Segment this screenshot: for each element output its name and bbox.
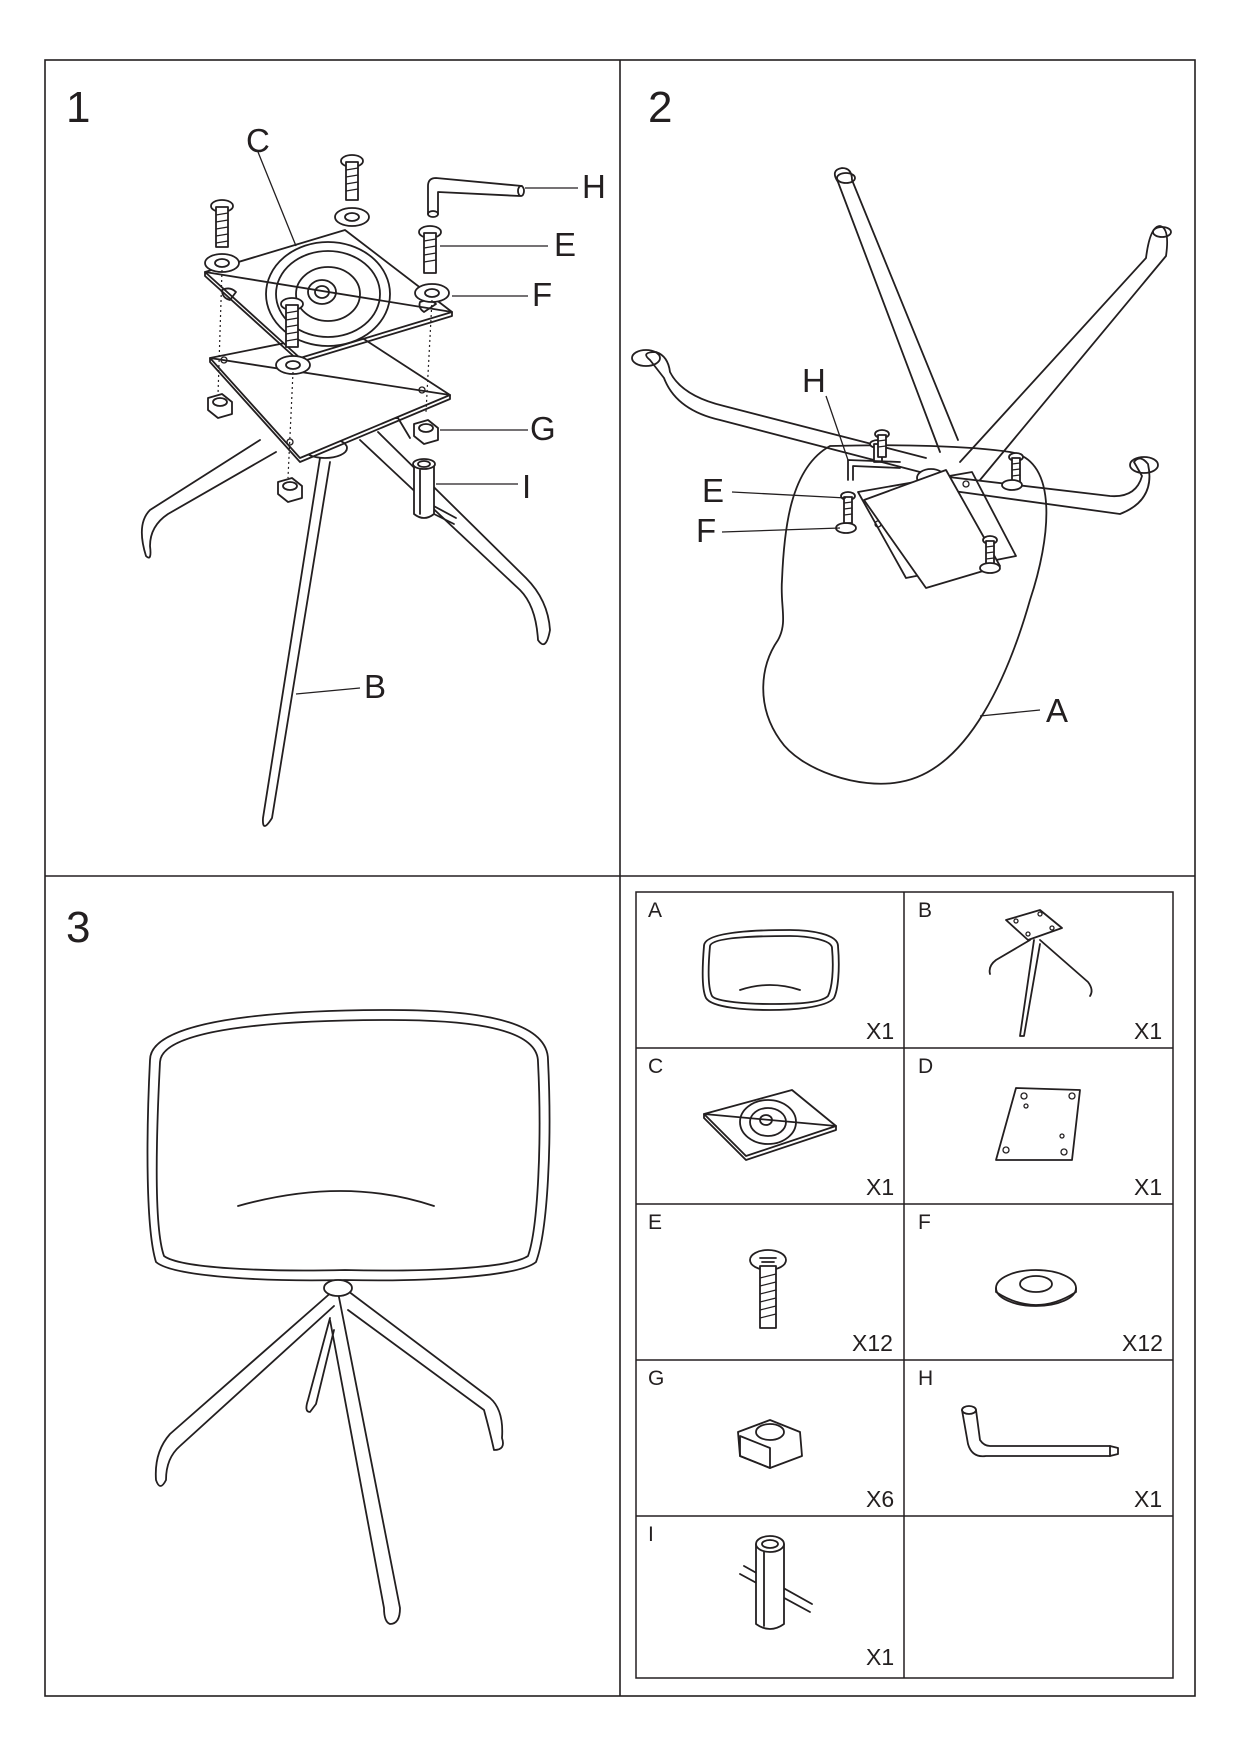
step2-label-h: H: [802, 362, 826, 399]
step2-screws: [835, 429, 1024, 574]
part-g-qty: X6: [866, 1486, 895, 1512]
step1-label-e: E: [554, 226, 577, 263]
step1-label-b: B: [364, 668, 387, 705]
part-h-illustration: [961, 1405, 1119, 1458]
parts-table: [635, 891, 1174, 1679]
step1-screws: [210, 154, 442, 348]
step3-leg-front: [329, 1281, 401, 1625]
step1-hex-key: [427, 177, 523, 215]
step1-label-h: H: [582, 168, 606, 205]
step1-nuts: [207, 393, 439, 503]
step1-label-c: C: [246, 122, 270, 159]
step3-seat-outer: [146, 1009, 551, 1282]
step2-leg-up-right: [959, 225, 1169, 481]
step1-leg-front: [262, 457, 331, 827]
part-i-qty: X1: [866, 1644, 895, 1670]
part-f-qty: X12: [1122, 1330, 1163, 1356]
part-c-illustration: [703, 1089, 837, 1161]
step2-seat-shell: [762, 444, 1048, 785]
step2-leg-right: [939, 457, 1151, 515]
step2-leg-up-left: [833, 167, 959, 453]
step1-label-g: G: [530, 410, 556, 447]
step3-illustration: [146, 1009, 551, 1625]
part-i-illustration: [739, 1535, 813, 1630]
part-b-illustration: [988, 909, 1093, 1037]
part-h-qty: X1: [1134, 1486, 1163, 1512]
step2-label-f: F: [696, 512, 717, 549]
step1-label-f: F: [532, 276, 553, 313]
part-b-qty: X1: [1134, 1018, 1163, 1044]
step2-hex-key: [847, 459, 901, 481]
step1-socket-tool: [412, 458, 457, 525]
part-e-letter: E: [648, 1211, 663, 1234]
part-a-illustration: [701, 929, 840, 1011]
part-i-letter: I: [648, 1523, 654, 1546]
part-d-illustration: [995, 1087, 1081, 1161]
step2-label-e: E: [702, 472, 725, 509]
page-frame: [44, 59, 1196, 1697]
part-b-letter: B: [918, 899, 933, 922]
step2-label-a: A: [1046, 692, 1069, 729]
part-c-letter: C: [648, 1055, 664, 1078]
part-e-illustration: [749, 1249, 787, 1329]
part-e-qty: X12: [852, 1330, 893, 1356]
part-f-illustration: [995, 1269, 1077, 1307]
step1-washers: [204, 207, 450, 375]
step1-number: 1: [66, 83, 91, 132]
step3-seat-crease: [237, 1190, 435, 1207]
step1-leg-right: [359, 431, 551, 646]
step1-illustration: [140, 151, 578, 827]
part-h-letter: H: [918, 1367, 934, 1390]
step2-illustration: [631, 167, 1172, 785]
step3-leg-left: [154, 1289, 335, 1487]
step1-leg-left: [140, 439, 277, 559]
part-a-letter: A: [648, 899, 663, 922]
part-a-qty: X1: [866, 1018, 895, 1044]
part-g-illustration: [737, 1419, 803, 1469]
step2-number: 2: [648, 83, 673, 132]
part-f-letter: F: [918, 1211, 931, 1234]
part-c-qty: X1: [866, 1174, 895, 1200]
step3-leg-back: [305, 1317, 335, 1413]
step3-leg-right: [343, 1287, 504, 1451]
part-d-letter: D: [918, 1055, 934, 1078]
step1-label-i: I: [522, 468, 532, 505]
part-g-letter: G: [648, 1367, 665, 1390]
step3-number: 3: [66, 903, 91, 952]
part-d-qty: X1: [1134, 1174, 1163, 1200]
